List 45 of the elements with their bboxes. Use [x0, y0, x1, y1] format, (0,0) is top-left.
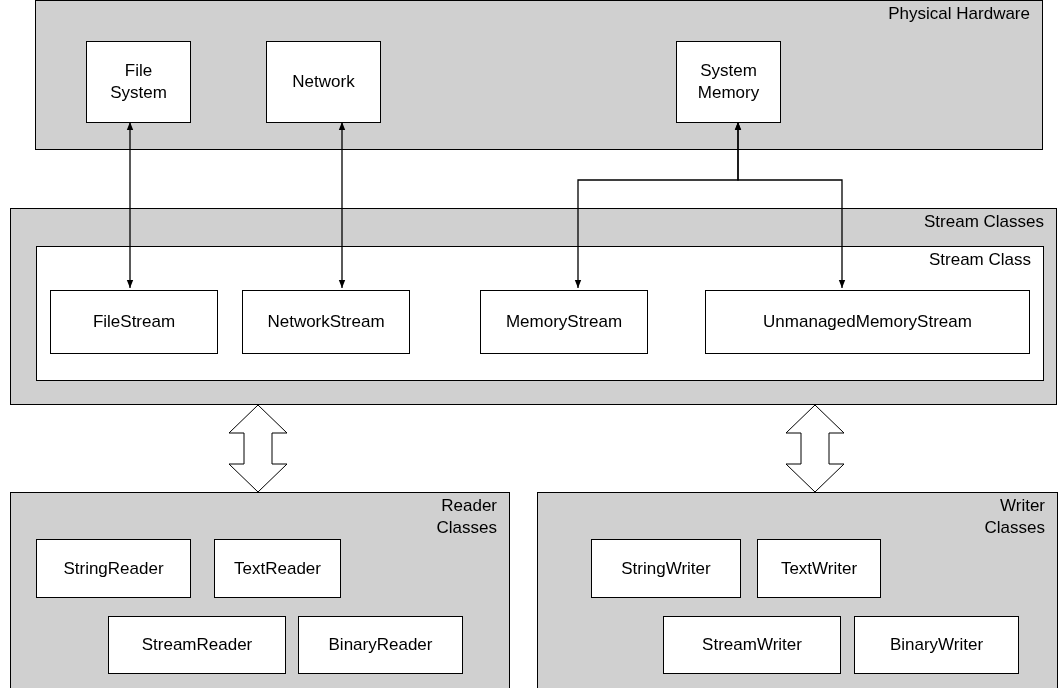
class-box [242, 290, 410, 354]
group-panel [537, 492, 1058, 688]
class-box [663, 616, 841, 674]
arrow [338, 121, 346, 289]
group-heading: Stream Classes [923, 211, 1044, 233]
arrow [126, 121, 134, 289]
class-box [480, 290, 648, 354]
class-label: File System [109, 60, 168, 104]
group-panel [10, 492, 510, 688]
class-label: TextWriter [779, 557, 859, 580]
class-box [50, 290, 218, 354]
group-heading: Reader Classes [435, 495, 497, 539]
class-box [36, 539, 191, 598]
group-panel [10, 208, 1057, 405]
class-label: BinaryWriter [888, 634, 985, 656]
class-label: TextReader [233, 557, 322, 580]
class-box [705, 290, 1030, 354]
class-label: UnmanagedMemoryStream [762, 311, 973, 333]
class-box [214, 539, 341, 598]
class-label: NetworkStream [266, 311, 386, 333]
class-label: StreamReader [140, 634, 254, 656]
double-block-arrow [228, 404, 288, 493]
class-box [108, 616, 286, 674]
group-panel [35, 0, 1043, 150]
class-box [86, 41, 191, 123]
class-box [298, 616, 463, 674]
double-block-arrow [785, 404, 845, 493]
class-box [676, 41, 781, 123]
class-label: StringReader [62, 557, 165, 580]
class-label: StringWriter [620, 557, 712, 580]
class-label: Network [291, 71, 356, 93]
group-heading: Physical Hardware [887, 3, 1030, 25]
class-label: BinaryReader [327, 634, 434, 656]
class-box [591, 539, 741, 598]
class-box [757, 539, 881, 598]
class-box [266, 41, 381, 123]
class-box [854, 616, 1019, 674]
group-heading: Stream Class [927, 249, 1031, 271]
group-panel [36, 246, 1044, 381]
class-label: StreamWriter [701, 634, 803, 656]
group-heading: Writer Classes [983, 495, 1045, 539]
class-label: System Memory [696, 60, 761, 104]
class-label: MemoryStream [504, 311, 624, 333]
class-label: FileStream [91, 311, 177, 333]
arrow [734, 121, 846, 289]
